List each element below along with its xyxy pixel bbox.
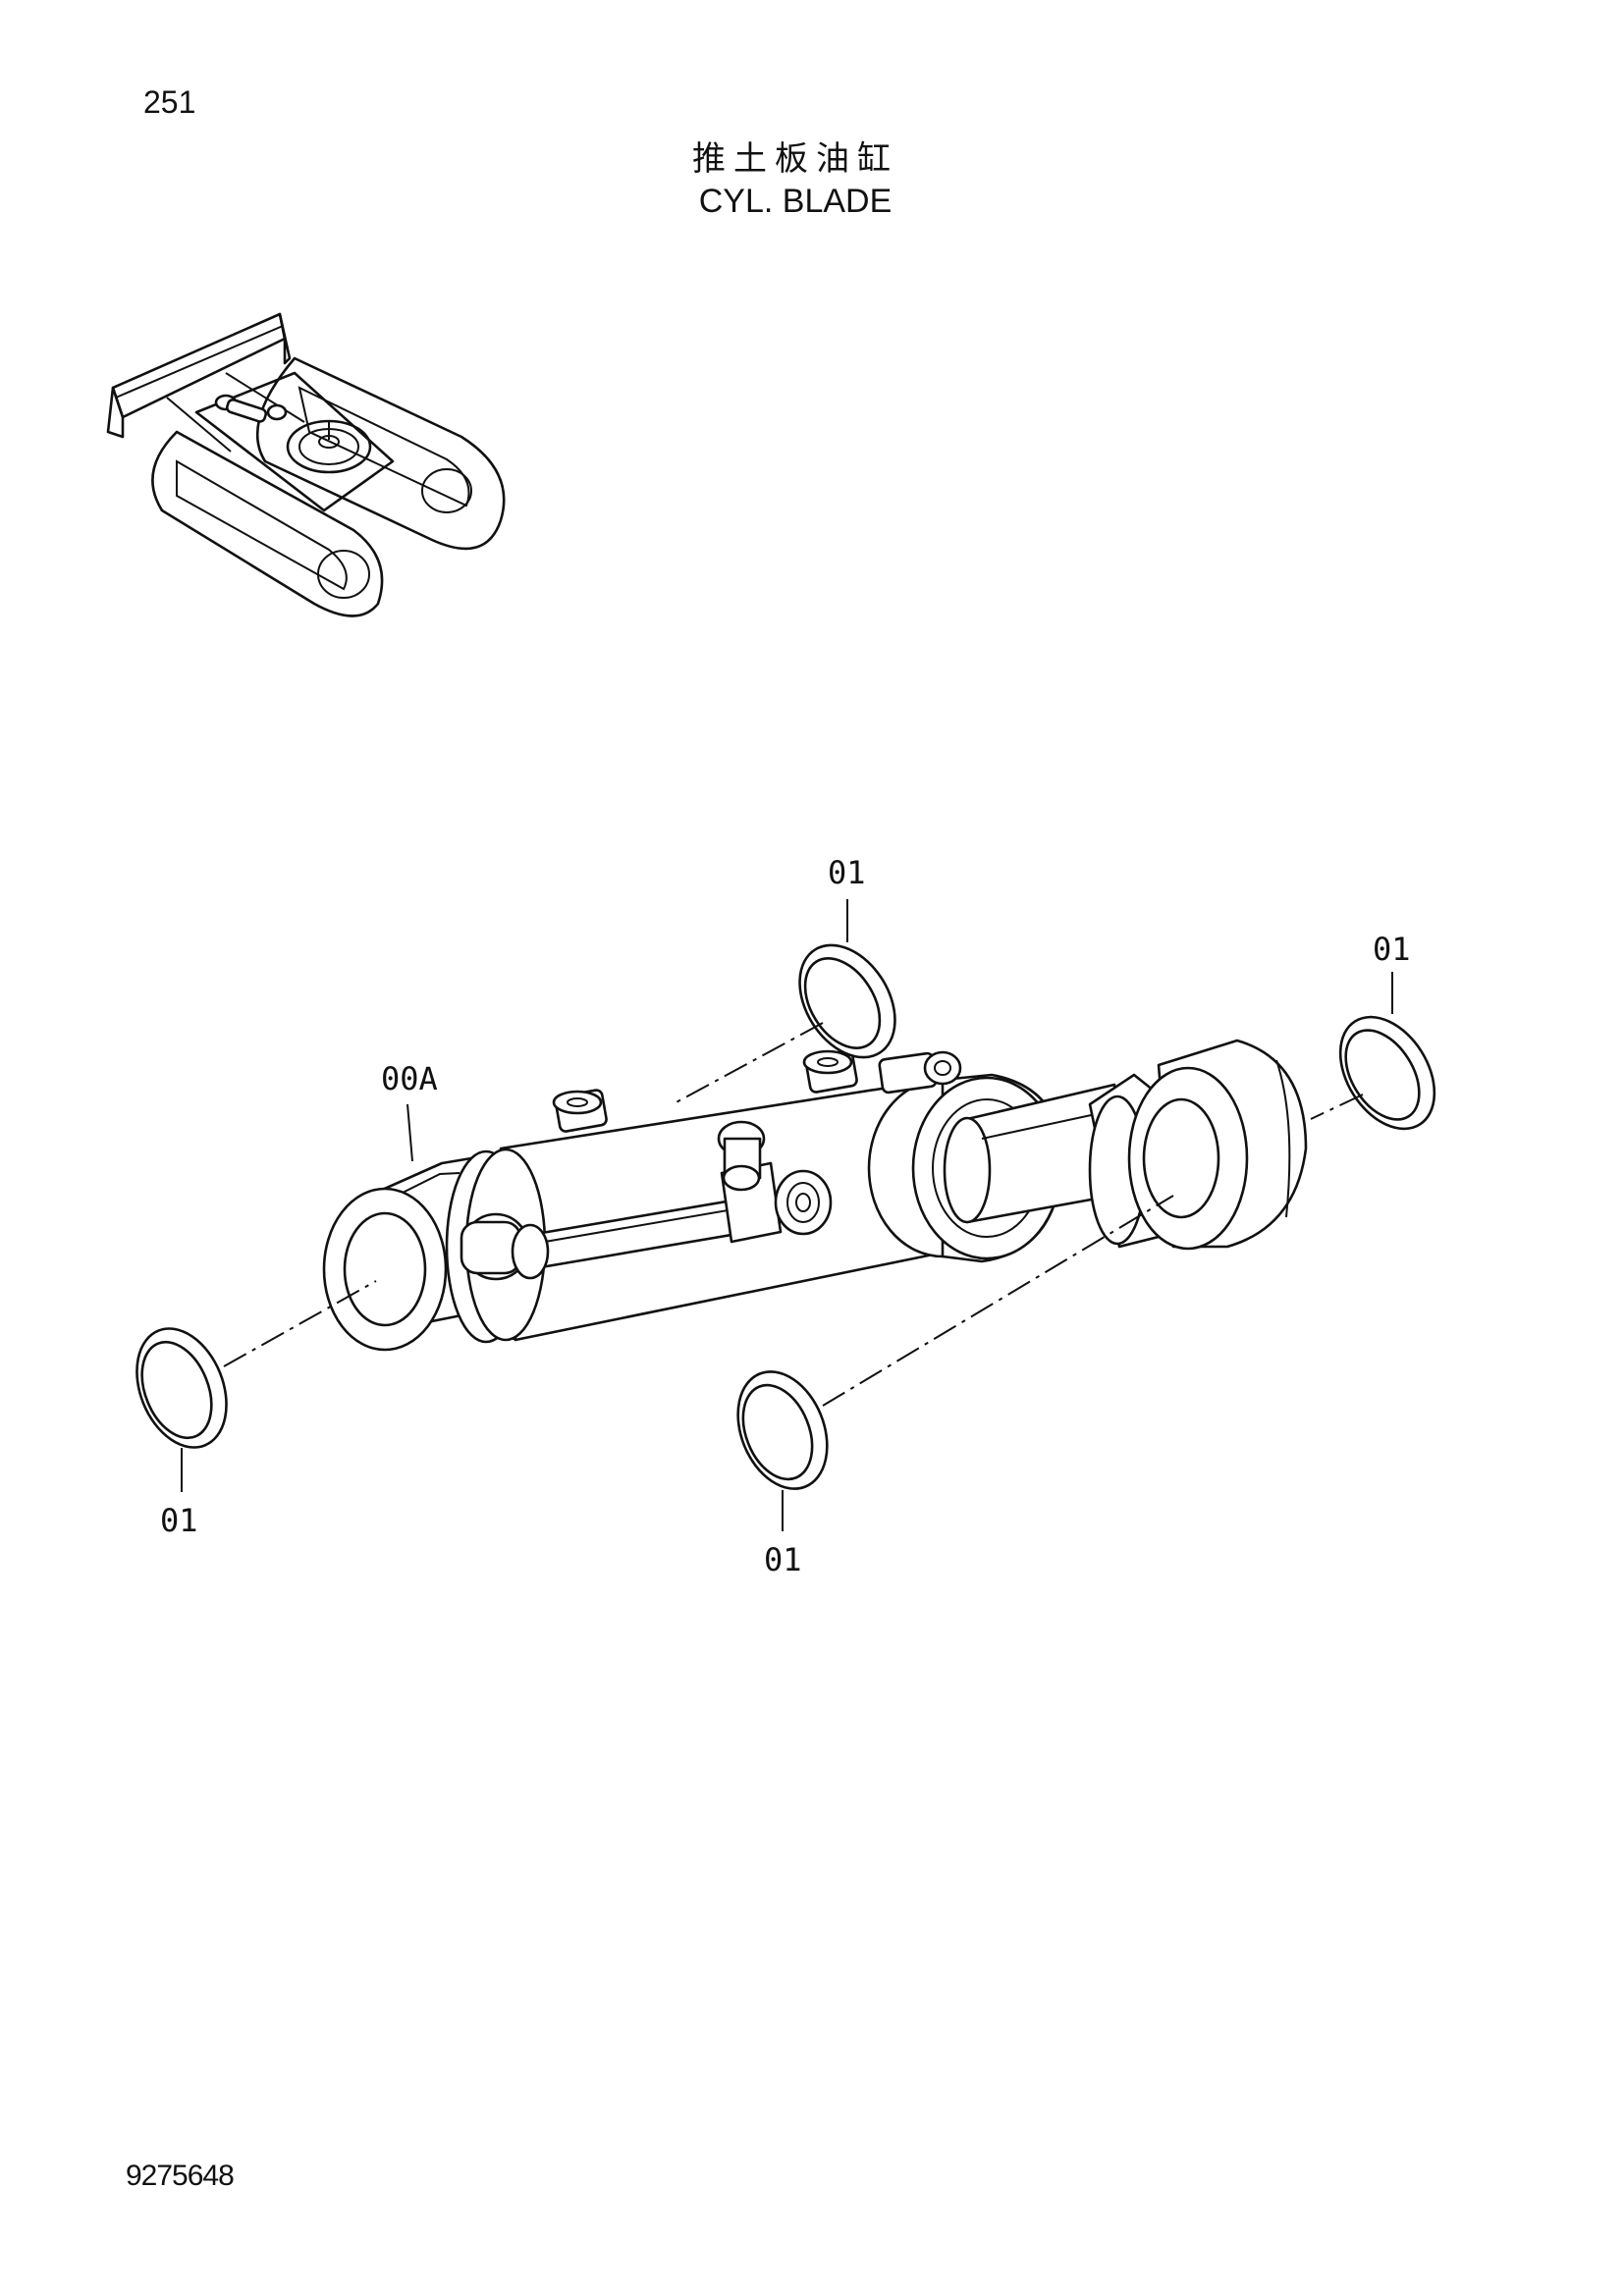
machine-location-thumbnail (106, 312, 506, 617)
seal-ring-bottom (736, 1370, 829, 1490)
title-english: CYL. BLADE (698, 183, 893, 220)
title-chinese: 推土板油缸 (692, 139, 898, 179)
callout-ring-left: 01 (160, 1502, 198, 1539)
callout-ring-right: 01 (1373, 931, 1411, 968)
callout-ring-top: 01 (828, 854, 866, 891)
callout-ring-bottom: 01 (764, 1541, 802, 1578)
leader-lines (181, 899, 1393, 1531)
seal-ring-left (135, 1327, 228, 1449)
drawing-number: 9275648 (126, 2160, 235, 2192)
blade-cylinder-assembly (322, 1039, 1308, 1352)
page-number: 251 (143, 84, 196, 120)
seal-ring-top (798, 943, 896, 1059)
seal-ring-right (1338, 1015, 1436, 1131)
callout-00A: 00A (381, 1060, 438, 1097)
assembly-lines (223, 1022, 1364, 1407)
